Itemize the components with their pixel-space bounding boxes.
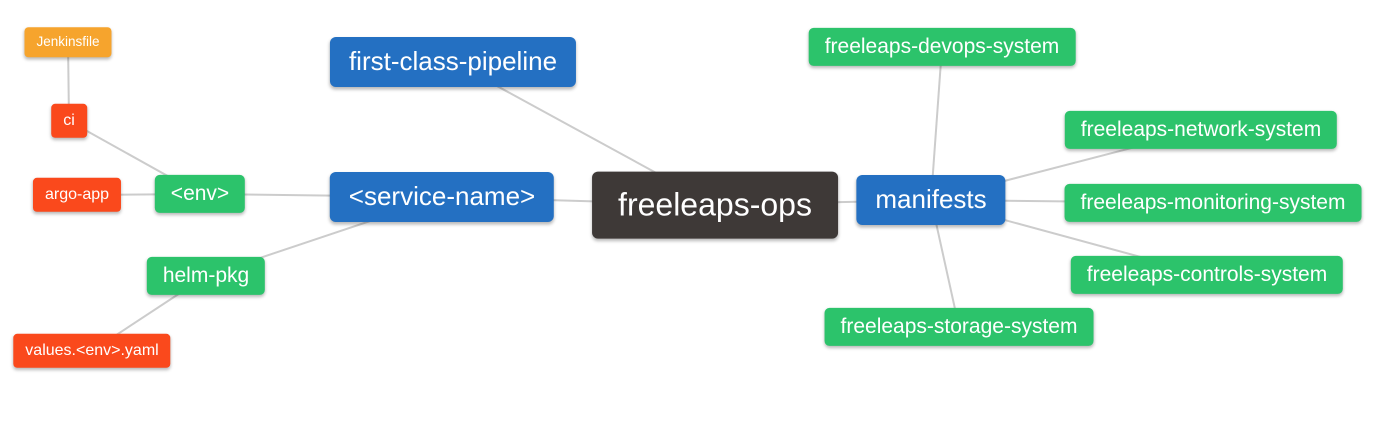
node-jenkinsfile[interactable]: Jenkinsfile — [24, 27, 112, 57]
node-ci[interactable]: ci — [51, 103, 87, 139]
node-freeleaps-storage-system[interactable]: freeleaps-storage-system — [824, 307, 1094, 347]
node-helm-pkg[interactable]: helm-pkg — [146, 256, 266, 296]
node-service-name[interactable]: <service-name> — [329, 172, 555, 222]
node-env[interactable]: <env> — [154, 174, 246, 214]
node-freeleaps-controls-system[interactable]: freeleaps-controls-system — [1070, 255, 1344, 295]
node-first-class-pipeline[interactable]: first-class-pipeline — [329, 37, 577, 87]
node-freeleaps-monitoring-system[interactable]: freeleaps-monitoring-system — [1064, 183, 1362, 223]
node-freeleaps-devops-system[interactable]: freeleaps-devops-system — [808, 27, 1076, 67]
node-values-env-yaml[interactable]: values.<env>.yaml — [13, 333, 171, 369]
node-argo-app[interactable]: argo-app — [32, 177, 122, 213]
node-freeleaps-network-system[interactable]: freeleaps-network-system — [1064, 110, 1338, 150]
edge-manifests--freeleaps-devops-system — [930, 46, 943, 201]
node-freeleaps-ops[interactable]: freeleaps-ops — [592, 171, 838, 239]
node-manifests[interactable]: manifests — [856, 175, 1006, 225]
